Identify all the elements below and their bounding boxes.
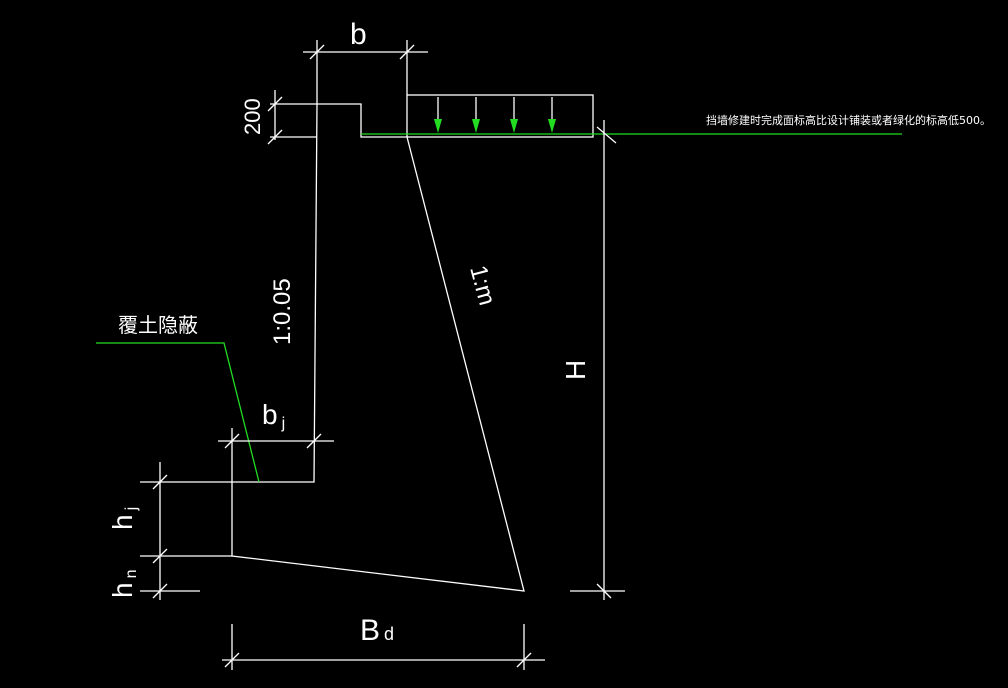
dim-b-tick-left [309,44,325,60]
cover-soil-leader [96,342,260,483]
load-arrows [434,97,556,133]
surcharge-load-box [406,94,594,138]
label-200: 200 [240,98,265,135]
dim-bd-tick-right [516,652,532,668]
load-arrow-head [434,119,442,133]
load-arrow-head [548,119,556,133]
label-hn: hn [107,570,140,598]
dim-b-tick-right [399,44,415,60]
label-hj: hj [107,507,140,530]
label-cover-soil: 覆土隐蔽 [118,314,198,337]
load-arrow-head [510,119,518,133]
dim-h-tick-top [596,126,617,144]
dim-200-tick-bottom [267,129,283,145]
dim-bd-tick-left [224,652,240,668]
label-h: H [560,360,591,380]
dim-hn-tick-bottom [152,583,168,599]
dim-200-tick-top [267,96,283,112]
label-slope-front: 1:0.05 [269,278,296,345]
load-arrow-head [472,119,480,133]
dim-hj-tick-top [152,474,168,490]
dim-h-tick-bottom [596,583,612,599]
wall-outline [231,103,525,592]
dim-bj-tick-left [224,433,240,449]
label-slope-back: 1:m [464,263,500,309]
dim-bj-tick-right [306,433,322,449]
dim-hj-tick-mid [152,548,168,564]
label-b: b [350,18,367,51]
label-note: 挡墙修建时完成面标高比设计铺装或者绿化的标高低500。 [706,113,991,127]
